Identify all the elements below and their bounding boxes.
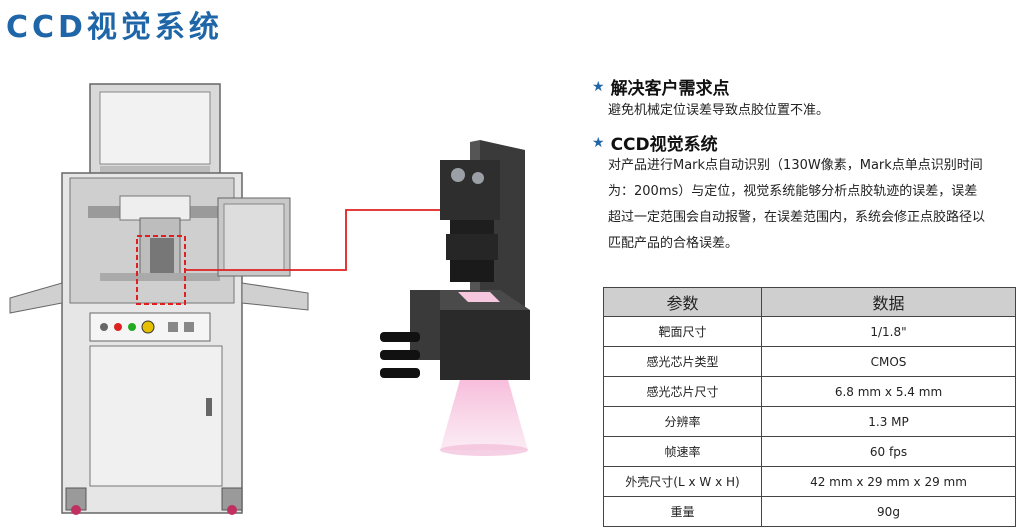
section-heading-customer-needs: ★ 解决客户需求点 (592, 74, 730, 100)
section-heading-text: 解决客户需求点 (610, 79, 730, 99)
value-cell: CMOS (761, 346, 1016, 377)
text-line: 匹配产品的合格误差。 (608, 236, 739, 251)
param-cell: 重量 (603, 496, 762, 527)
value-cell: 6.8 mm x 5.4 mm (761, 376, 1016, 407)
section-text-customer-needs: 避免机械定位误差导致点胶位置不准。 (608, 103, 830, 118)
param-cell: 靶面尺寸 (603, 316, 762, 347)
dispensing-machine-image (9, 83, 309, 515)
text-line: 对产品进行Mark点自动识别（130W像素，Mark点单点识别时间 (608, 158, 983, 173)
star-icon: ★ (592, 134, 605, 151)
section-heading-ccd: ★ CCD视觉系统 (592, 130, 718, 156)
star-icon: ★ (592, 78, 605, 95)
param-cell: 感光芯片尺寸 (603, 376, 762, 407)
table-row: 外壳尺寸(L x W x H)42 mm x 29 mm x 29 mm (603, 466, 1016, 497)
section-heading-text: CCD视觉系统 (610, 135, 718, 155)
value-cell: 90g (761, 496, 1016, 527)
header-param: 参数 (603, 287, 762, 317)
page-title: CCD视觉系统 (6, 10, 223, 45)
header-value: 数据 (761, 287, 1016, 317)
value-cell: 60 fps (761, 436, 1016, 467)
param-cell: 外壳尺寸(L x W x H) (603, 466, 762, 497)
table-header-row: 参数 数据 (603, 287, 1016, 317)
param-cell: 感光芯片类型 (603, 346, 762, 377)
value-cell: 1.3 MP (761, 406, 1016, 437)
param-cell: 分辨率 (603, 406, 762, 437)
section-text-ccd: 对产品进行Mark点自动识别（130W像素，Mark点单点识别时间 为：200m… (608, 153, 1018, 257)
text-line: 超过一定范围会自动报警，在误差范围内，系统会修正点胶路径以 (608, 210, 986, 225)
param-cell: 帧速率 (603, 436, 762, 467)
text-line: 为：200ms）与定位，视觉系统能够分析点胶轨迹的误差，误差 (608, 184, 978, 199)
ccd-camera-image (380, 140, 530, 456)
value-cell: 1/1.8" (761, 316, 1016, 347)
value-cell: 42 mm x 29 mm x 29 mm (761, 466, 1016, 497)
